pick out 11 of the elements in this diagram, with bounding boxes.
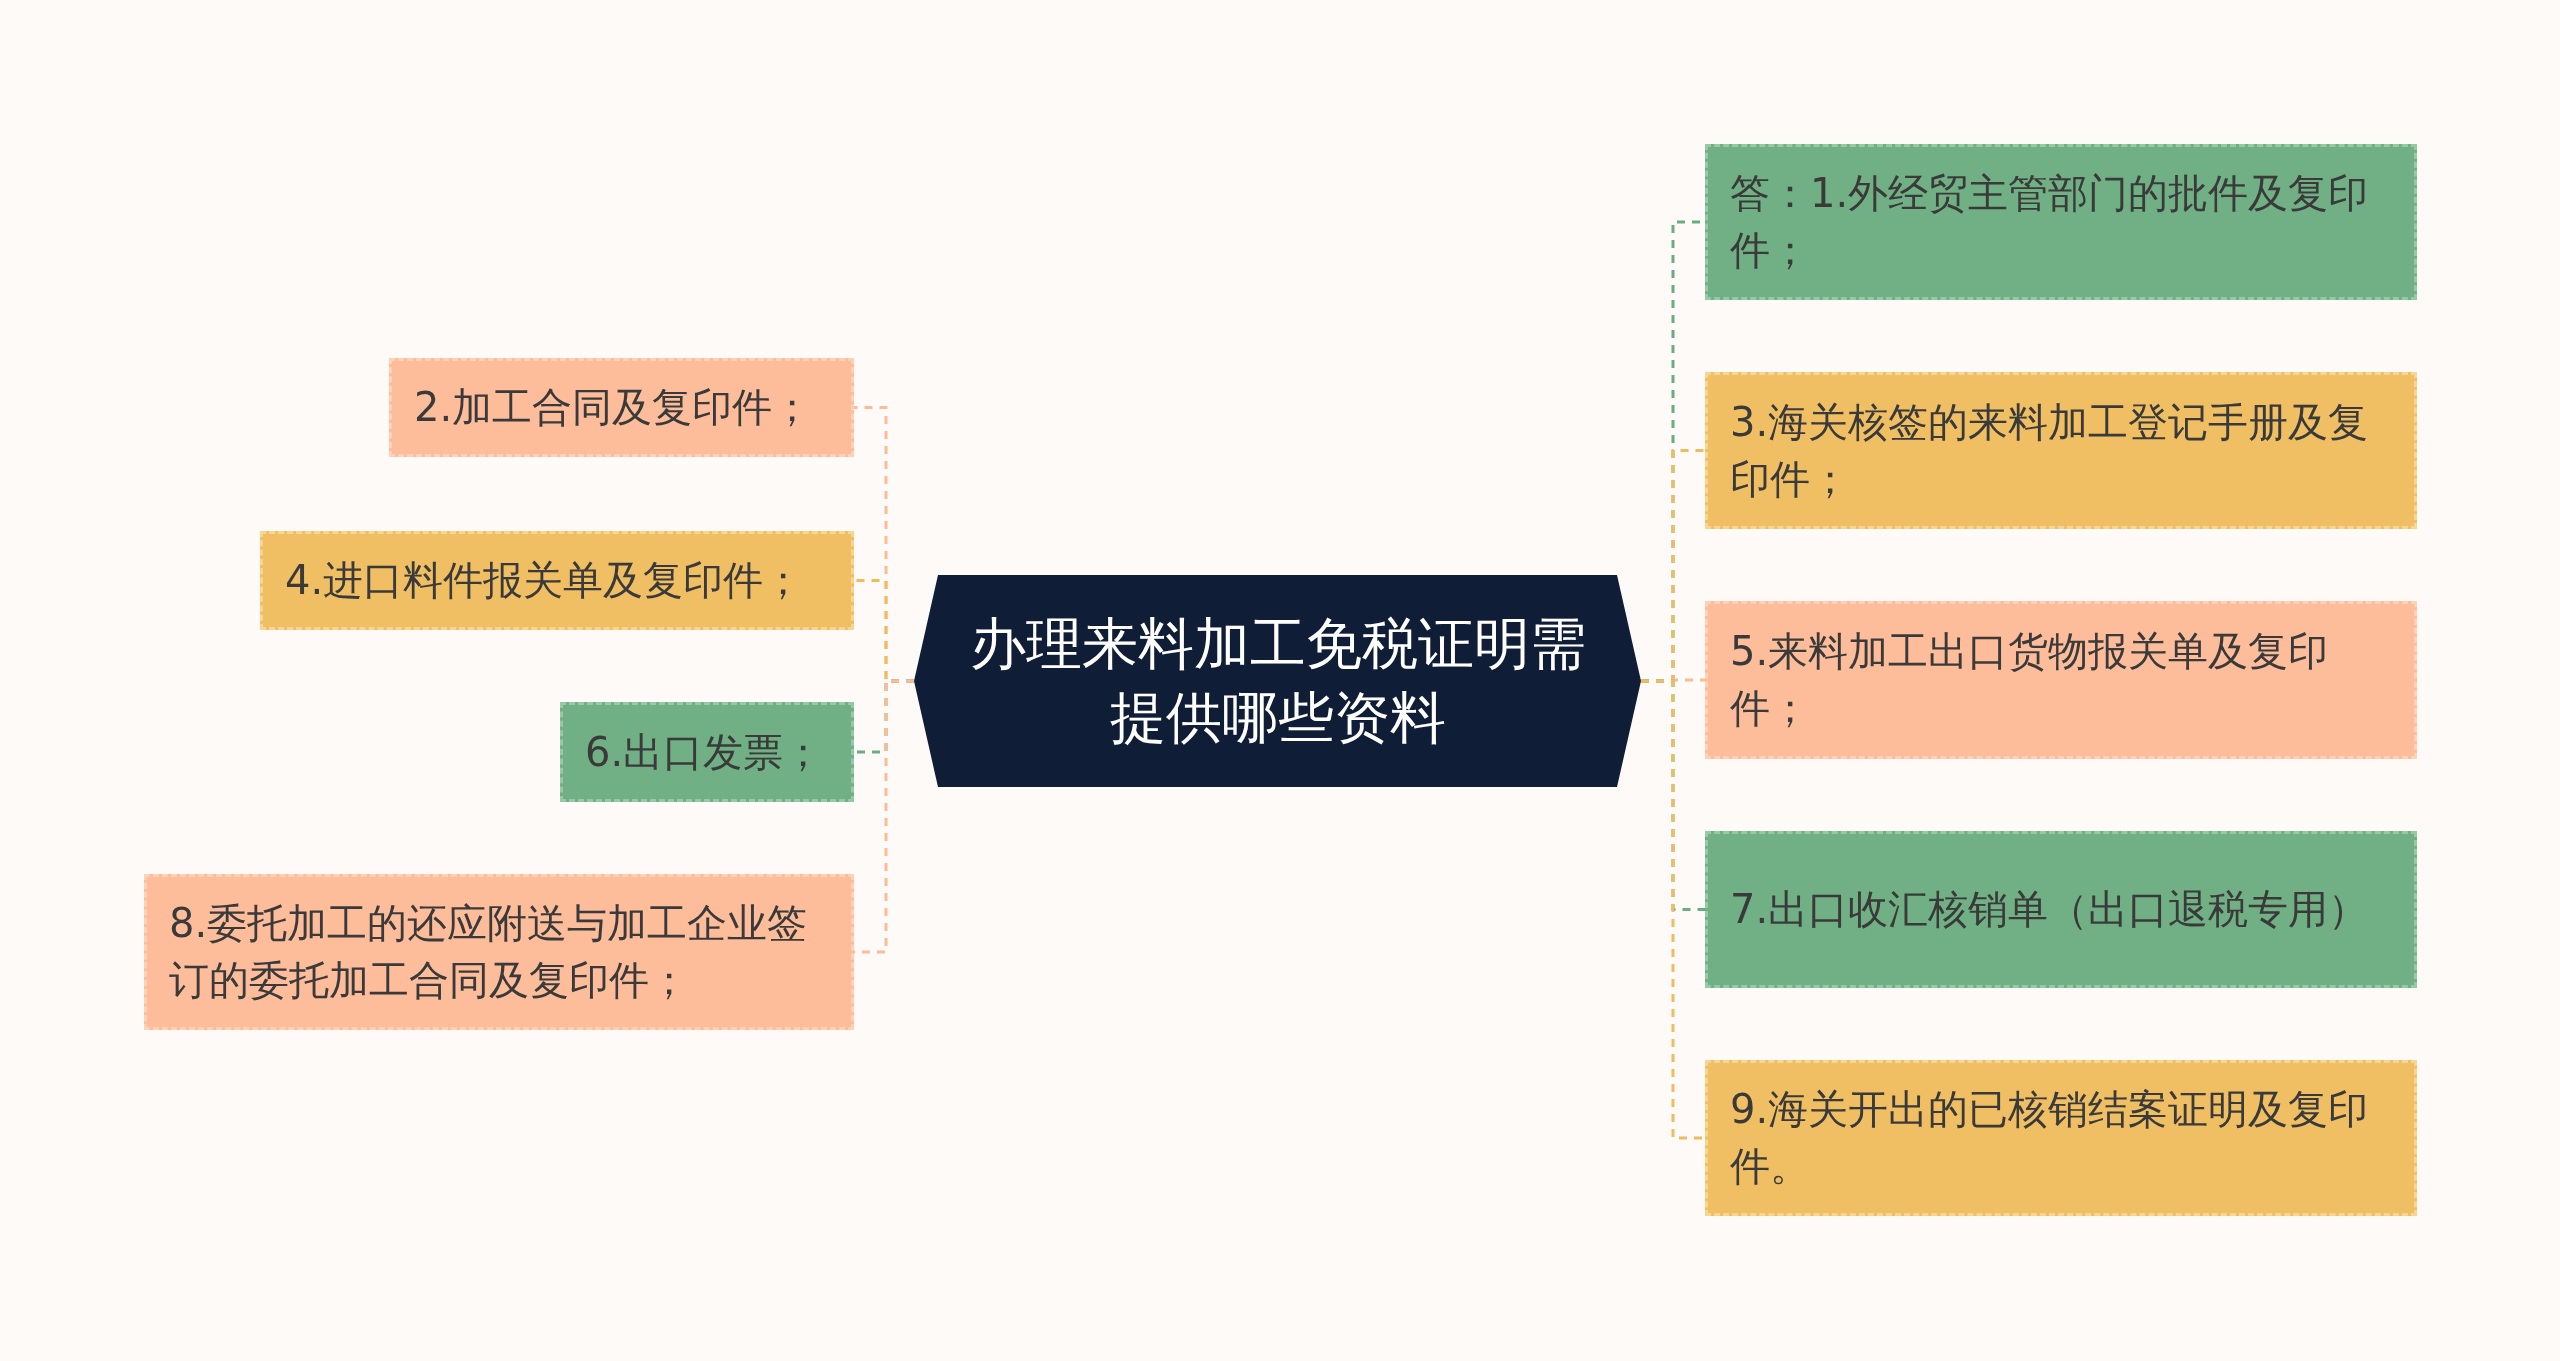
- topic-box: 5.来料加工出口货物报关单及复印件；: [1705, 601, 2417, 759]
- topic-box: 8.委托加工的还应附送与加工企业签订的委托加工合同及复印件；: [144, 874, 854, 1030]
- central-topic: 办理来料加工免税证明需提供哪些资料: [914, 575, 1641, 787]
- topic-box: 答：1.外经贸主管部门的批件及复印件；: [1705, 144, 2417, 300]
- topic-box: 3.海关核签的来料加工登记手册及复印件；: [1705, 372, 2417, 529]
- topic-box: 9.海关开出的已核销结案证明及复印件。: [1705, 1060, 2417, 1216]
- topic-box: 6.出口发票；: [560, 702, 854, 802]
- topic-box: 2.加工合同及复印件；: [389, 358, 854, 457]
- topic-box: 7.出口收汇核销单（出口退税专用）: [1705, 831, 2417, 988]
- connector-line: [1641, 679, 1705, 1140]
- topic-box: 4.进口料件报关单及复印件；: [260, 531, 854, 630]
